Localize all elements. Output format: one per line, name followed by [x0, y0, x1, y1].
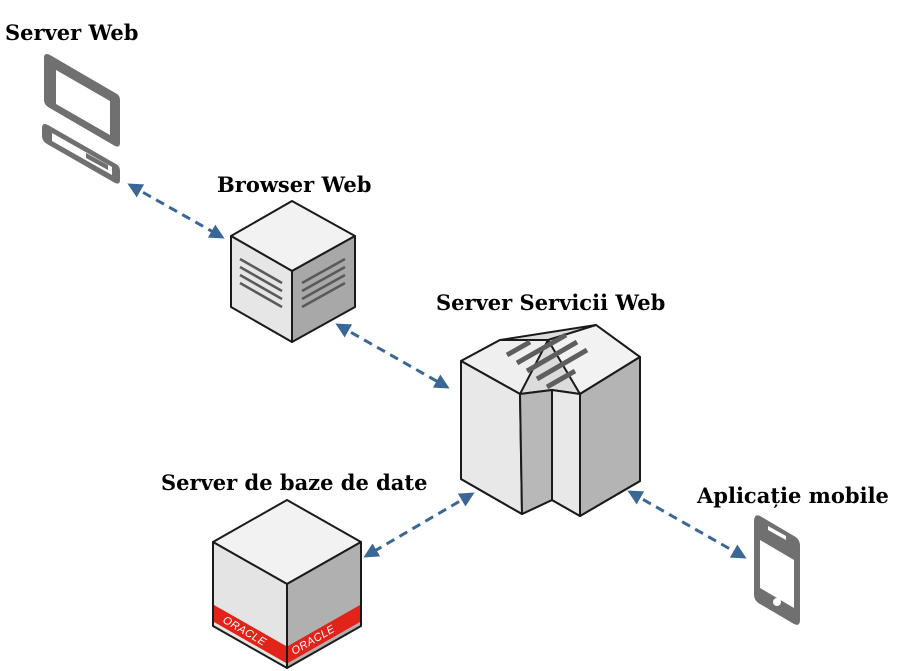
mobile-phone-icon: [754, 515, 800, 625]
connector-desktop-browser: [127, 183, 225, 239]
connector-browser-services: [335, 323, 450, 389]
label-aplicatie-mobile: Aplicație mobile: [696, 483, 889, 508]
desktop-computer-icon: [42, 54, 120, 184]
connector-services-database: [363, 492, 475, 558]
label-browser-web: Browser Web: [217, 172, 371, 197]
web-services-server-icon: [460, 324, 641, 517]
label-server-web: Server Web: [5, 20, 138, 45]
label-server-servicii-web: Server Servicii Web: [436, 290, 665, 315]
connector-services-mobile: [627, 490, 747, 559]
browser-web-cube-icon: [230, 200, 356, 343]
oracle-database-cube-icon: ORACLE ORACLE: [212, 499, 362, 669]
label-server-baze-date: Server de baze de date: [161, 470, 427, 495]
